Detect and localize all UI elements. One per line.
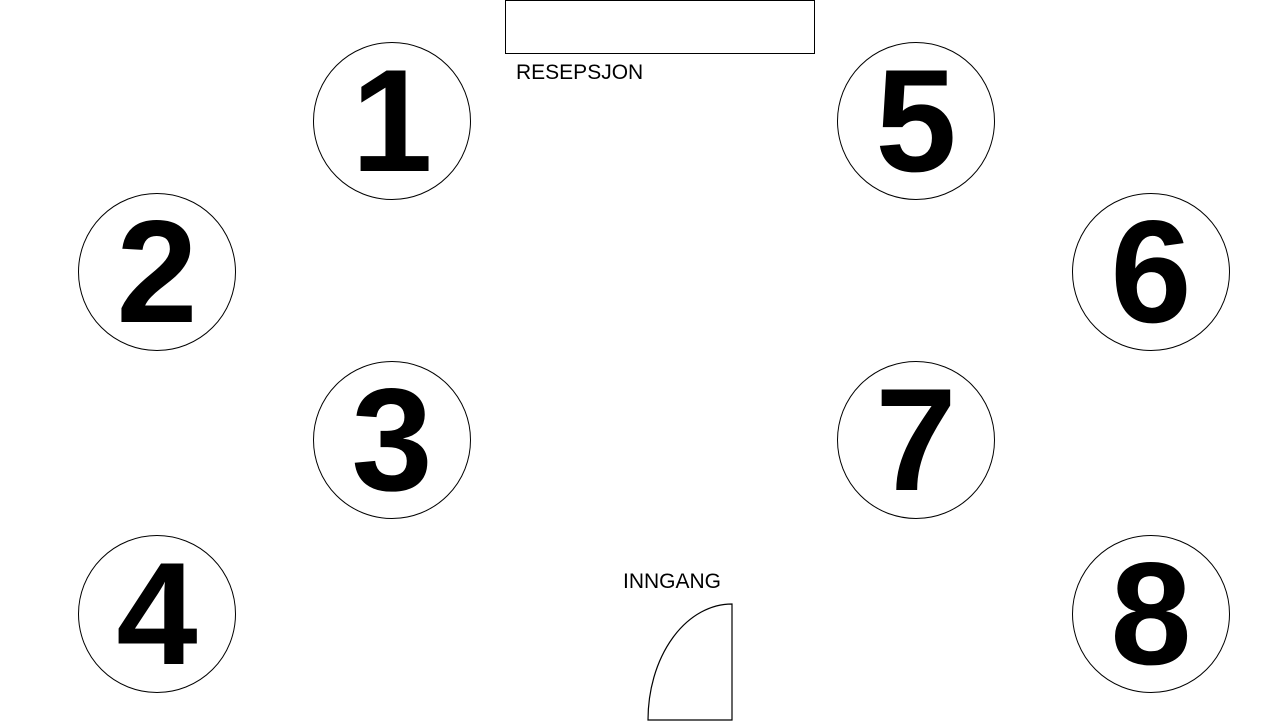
table-number: 8	[1110, 532, 1192, 695]
table-7[interactable]: 7	[837, 361, 995, 519]
table-8[interactable]: 8	[1072, 535, 1230, 693]
reception-desk	[505, 0, 815, 54]
table-number: 1	[351, 39, 433, 202]
table-5[interactable]: 5	[837, 42, 995, 200]
table-1[interactable]: 1	[313, 42, 471, 200]
reception-label: RESEPSJON	[516, 61, 644, 84]
door-swing-icon	[647, 603, 733, 721]
table-number: 7	[875, 358, 957, 521]
table-number: 6	[1110, 190, 1192, 353]
table-2[interactable]: 2	[78, 193, 236, 351]
table-3[interactable]: 3	[313, 361, 471, 519]
table-6[interactable]: 6	[1072, 193, 1230, 351]
table-number: 4	[116, 532, 198, 695]
table-4[interactable]: 4	[78, 535, 236, 693]
entrance-label: INNGANG	[623, 570, 722, 593]
table-number: 5	[875, 39, 957, 202]
table-number: 3	[351, 358, 433, 521]
table-number: 2	[116, 190, 198, 353]
